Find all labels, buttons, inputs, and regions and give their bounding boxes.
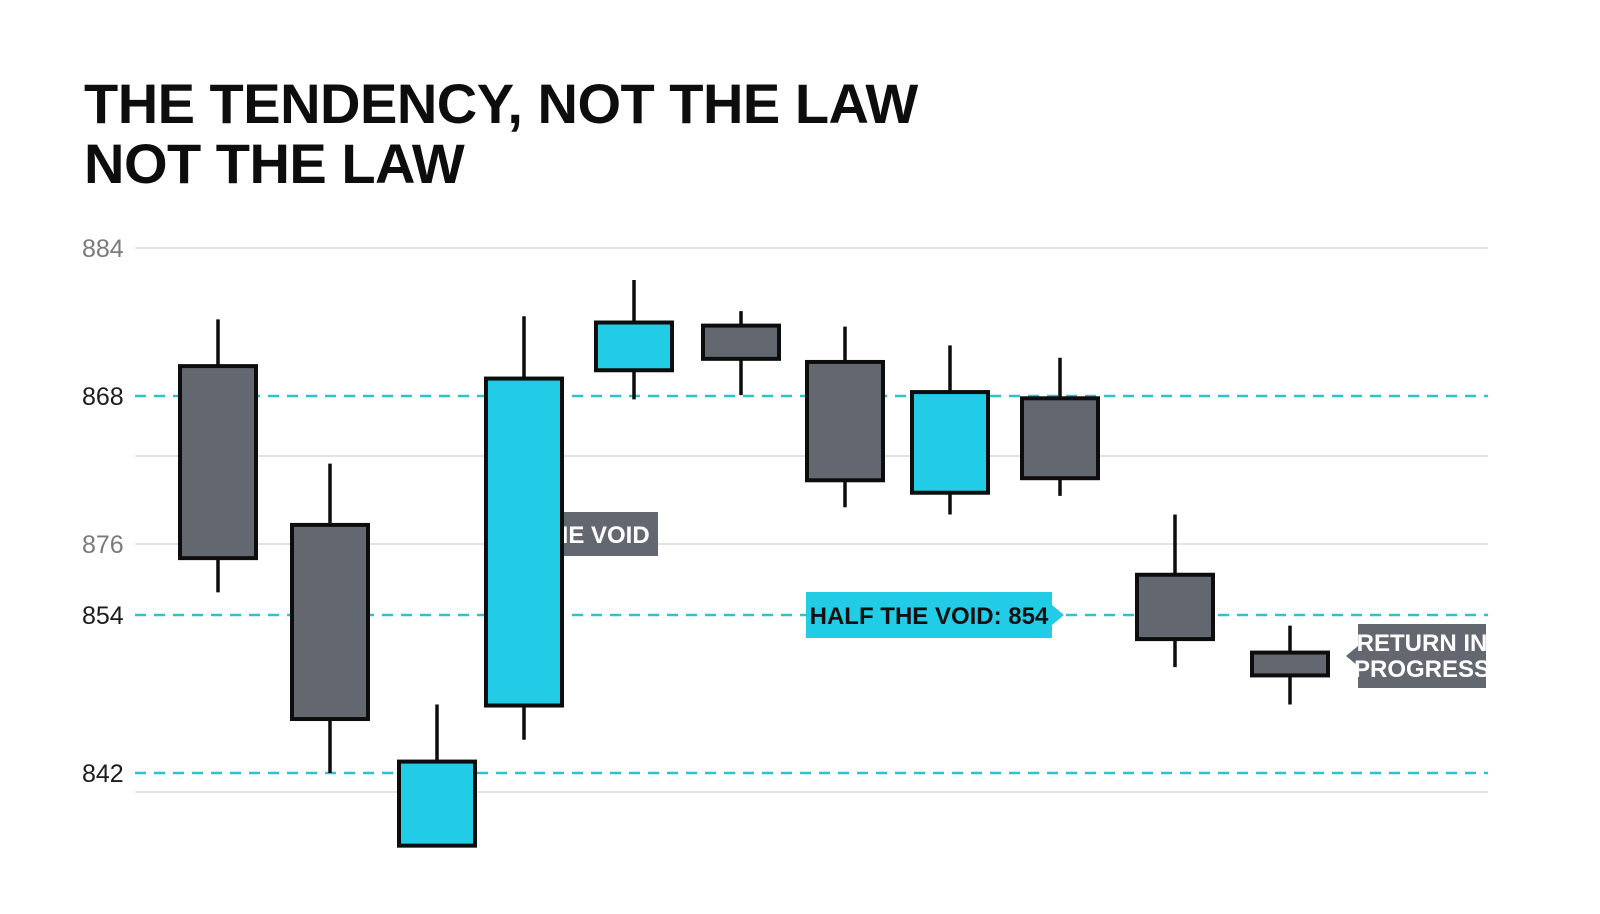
- candle-3: [397, 704, 477, 848]
- y-tick-label-842: 842: [82, 760, 124, 788]
- y-tick-label-854: 854: [82, 602, 124, 630]
- callout-label-line: PROGRESS: [1354, 656, 1490, 683]
- y-tick-label-884: 884: [82, 235, 124, 263]
- y-axis-tick-labels: 884 868 876 854 842: [82, 235, 124, 788]
- candle-body: [701, 323, 781, 361]
- callout-box: [1346, 624, 1486, 688]
- candle-body: [805, 359, 885, 483]
- chart-title-line-2: NOT THE LAW: [84, 132, 465, 195]
- y-tick-label-876: 876: [82, 531, 124, 559]
- candle-8: [910, 345, 990, 515]
- candle-body: [484, 376, 564, 708]
- callout-label: HALF THE VOID: 854: [810, 603, 1049, 630]
- candles: [178, 279, 1330, 848]
- callout-label-line: RETURN IN: [1357, 630, 1488, 657]
- candle-2: [290, 463, 370, 773]
- candle-4: [484, 316, 564, 740]
- candle-11: [1250, 625, 1330, 705]
- candle-5: [594, 279, 674, 400]
- candle-6: [701, 311, 781, 396]
- candle-body: [1020, 396, 1100, 481]
- callout-box: [806, 592, 1064, 638]
- candle-body: [594, 320, 674, 373]
- candle-body: [397, 759, 477, 848]
- candle-body: [290, 522, 370, 722]
- candle-9: [1020, 357, 1100, 496]
- y-tick-label-868: 868: [82, 383, 124, 411]
- candle-body: [178, 364, 258, 561]
- callout-2: HALF THE VOID: 854: [806, 592, 1064, 638]
- candle-10: [1135, 514, 1215, 668]
- candle-1: [178, 319, 258, 593]
- chart-title-line-1: THE TENDENCY, NOT THE LAW: [84, 72, 918, 135]
- candle-body: [1250, 650, 1330, 678]
- chart-title: THE TENDENCY, NOT THE LAW NOT THE LAW: [84, 74, 918, 194]
- candle-body: [1135, 572, 1215, 642]
- candle-body: [910, 390, 990, 495]
- candle-7: [805, 326, 885, 508]
